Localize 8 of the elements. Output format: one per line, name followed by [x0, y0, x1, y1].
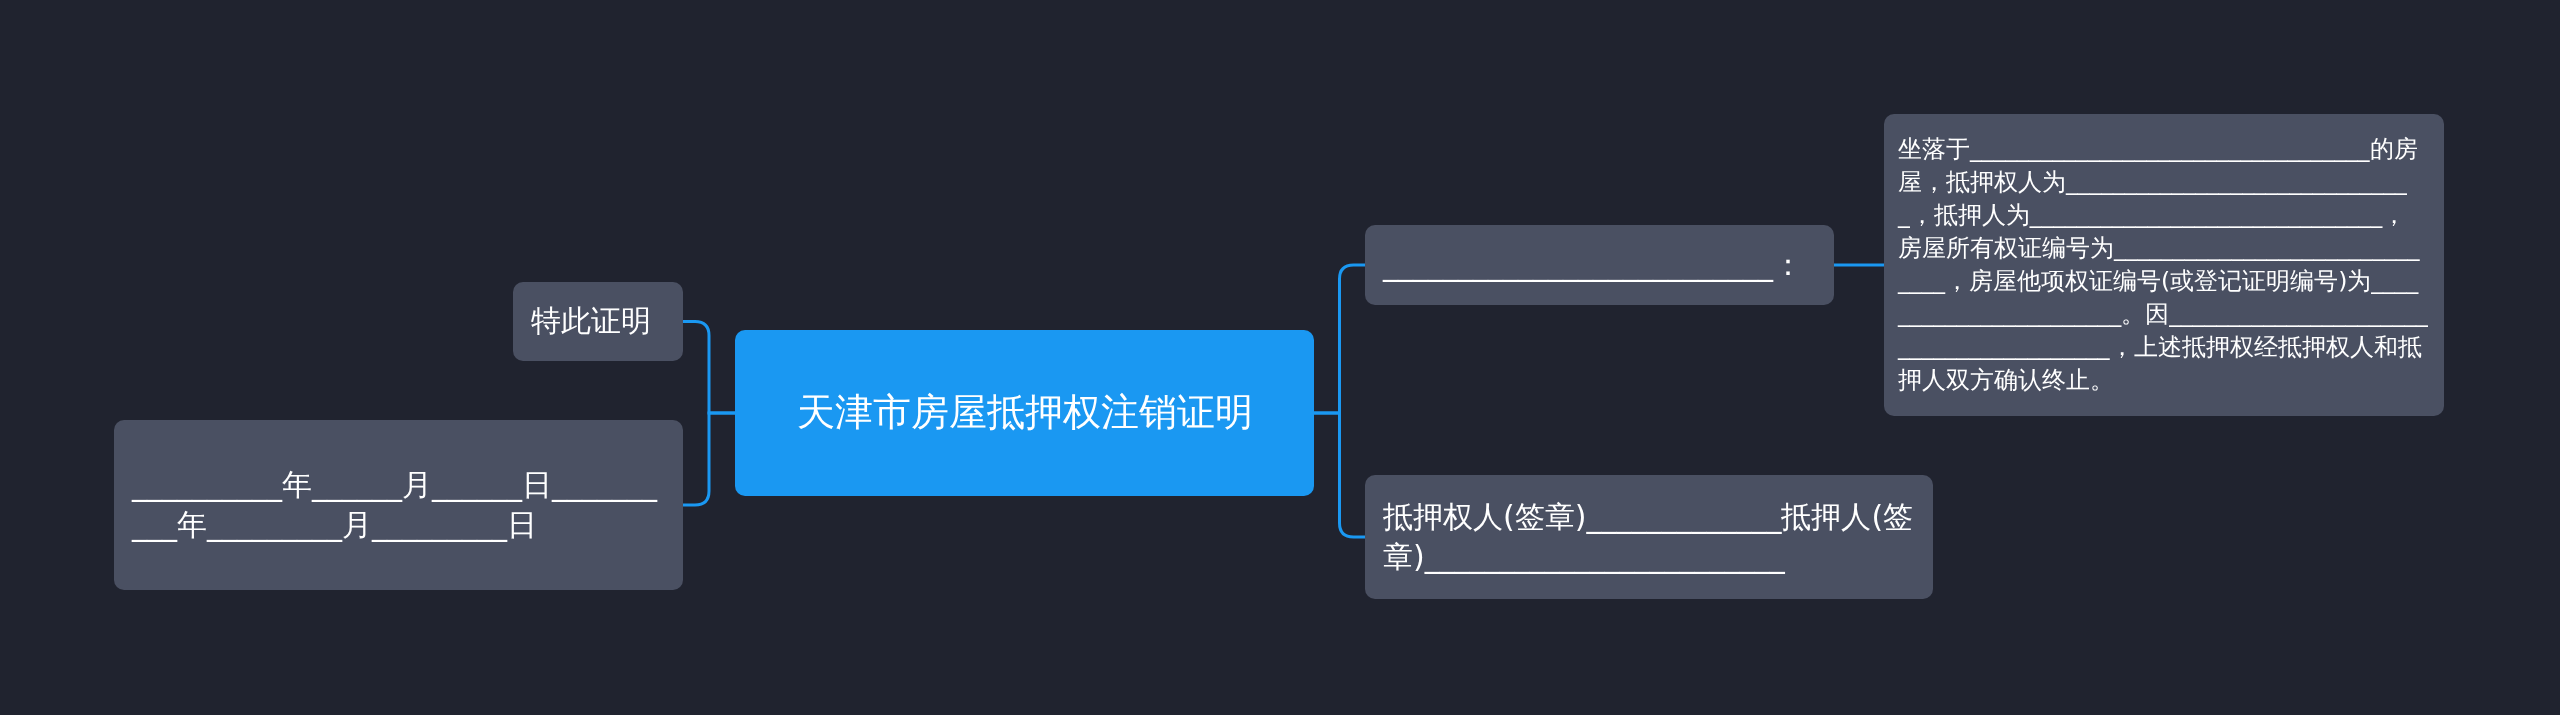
connector-line	[1314, 411, 1365, 539]
topic-box: __________________________：	[1365, 225, 1834, 305]
central-topic-box: 天津市房屋抵押权注销证明	[735, 330, 1314, 496]
topic-box: 特此证明	[513, 282, 683, 361]
topic-box: 坐落于__________________________________的房屋，抵押权人为______________________________，抵押人为______________________________，房屋所有权证编号为______________________________，房屋他项权证编号(或登记证明编号)为_______________________。因________________________________________，上述抵押权经抵押权人和抵押人双方确认终止。	[1884, 114, 2444, 416]
topic-box: __________年______月______日__________年_________月_________日	[114, 420, 683, 590]
connector-line	[1834, 263, 1884, 267]
topic-box: 抵押权人(签章)_____________抵押人(签章)________________________	[1365, 475, 1933, 599]
